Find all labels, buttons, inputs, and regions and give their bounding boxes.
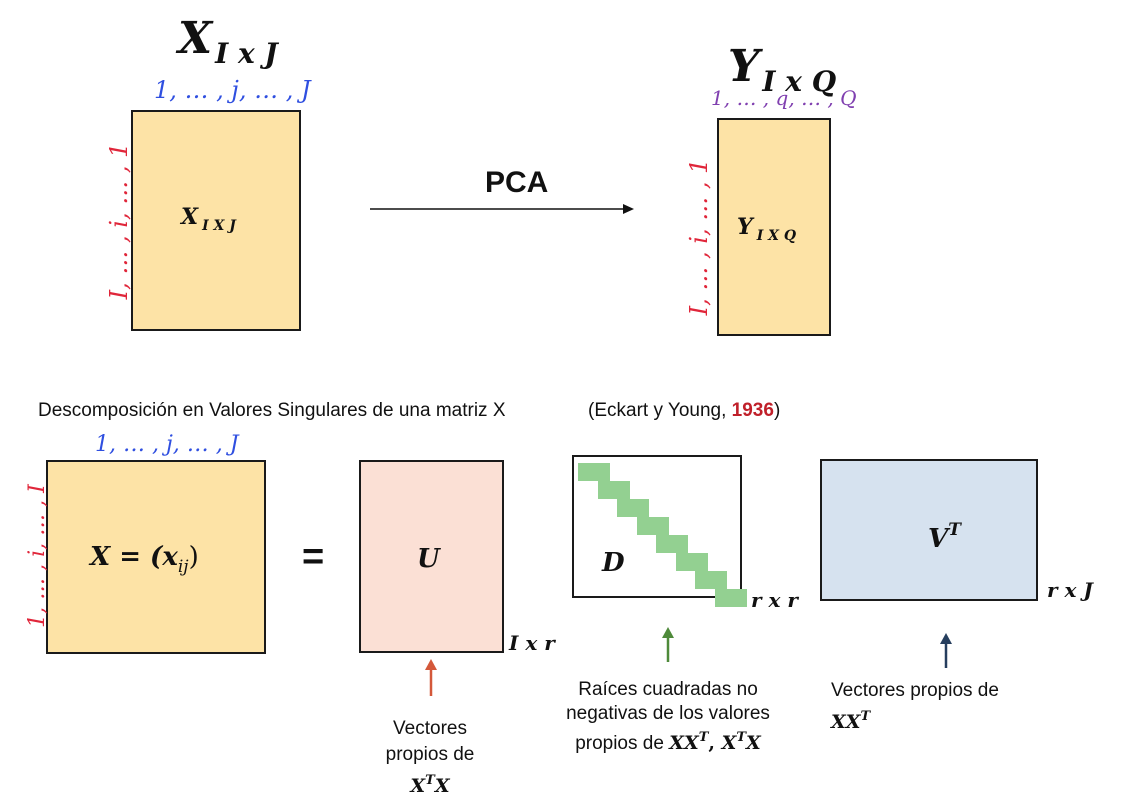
vt-arrow-up [940, 633, 952, 668]
d-matrix-label: D [602, 548, 625, 578]
d-matrix-dimension: r x r [751, 588, 798, 612]
vt-matrix-dimension: r x J [1047, 578, 1093, 602]
x-inner-subscript: I X J [202, 218, 236, 234]
vt-letter: V [928, 524, 949, 554]
d-caption-sup-b: T [736, 730, 747, 745]
vt-caption-line-2: XXT [831, 704, 999, 736]
d-diagonal-block [675, 553, 708, 571]
y-title-letter: Y [728, 41, 760, 92]
citation-year: 1936 [731, 400, 774, 421]
svd-x-column-indices: 1, … , j, … , J [95, 432, 239, 457]
u-matrix-dimension: I x r [509, 631, 555, 655]
d-diagonal-block [695, 571, 727, 589]
u-caption-sup: T [425, 773, 435, 788]
d-caption-prefix: propios de [575, 733, 670, 754]
svd-x-row-indices: 1, … , i, … , I [25, 484, 50, 628]
vt-superscript: T [948, 520, 961, 540]
y-matrix-box [717, 118, 831, 336]
citation-close: ) [773, 400, 781, 421]
d-diagonal-block [656, 535, 688, 553]
x-formula-main: X = (x [90, 542, 178, 572]
vt-caption: Vectores propios de XXT [831, 678, 999, 736]
d-diagonal-block [617, 499, 649, 517]
vt-caption-sup: T [860, 709, 871, 724]
y-inner-subscript: I X Q [756, 228, 797, 244]
u-caption-line-3: XTX [350, 768, 510, 800]
u-caption: Vectores propios de XTX [350, 716, 510, 800]
x-matrix-box [131, 110, 301, 331]
d-caption-xx: XX [669, 732, 699, 754]
equals-sign: = [302, 536, 325, 578]
d-arrow-up [662, 627, 674, 662]
d-caption-line-2: negativas de los valores [566, 703, 770, 724]
citation-authors: (Eckart y Young, [588, 400, 732, 421]
d-diagonal-block [578, 463, 610, 481]
y-column-indices: 1, … , q, … , Q [711, 86, 857, 110]
d-caption-x: X [721, 732, 737, 754]
x-column-indices: 1, … , j, … , J [154, 76, 311, 104]
d-diagonal-block [636, 517, 669, 535]
u-caption-x-end: X [434, 775, 450, 797]
u-caption-line-1: Vectores [393, 718, 467, 739]
d-caption-line-3: propios de XXT, XTX [548, 726, 788, 756]
d-caption: Raíces cuadradas no negativas de los val… [548, 678, 788, 756]
pca-label: PCA [485, 166, 549, 199]
vt-caption-xx: XX [831, 711, 861, 733]
y-title-subscript: I x Q [762, 65, 837, 98]
u-matrix-label: U [417, 544, 440, 574]
y-row-indices: I, … , i, … , 1 [685, 158, 713, 316]
svd-heading: Descomposición en Valores Singulares de … [38, 400, 506, 421]
pca-arrow [370, 204, 634, 214]
x-formula-close: ) [188, 542, 199, 572]
d-caption-line-1: Raíces cuadradas no [578, 679, 758, 700]
x-title-subscript: I x J [215, 37, 278, 70]
vt-matrix-label: VT [928, 520, 961, 554]
d-caption-sep: , [708, 732, 722, 754]
svd-x-formula: X = (xij) [90, 542, 199, 577]
d-diagonal-block [714, 589, 747, 607]
x-formula-subscript: ij [177, 557, 189, 577]
d-caption-sup-a: T [698, 730, 709, 745]
x-title-letter: X [178, 13, 213, 64]
svd-citation: (Eckart y Young, 1936) [588, 400, 780, 422]
x-inner-letter: X [181, 204, 199, 230]
y-inner-letter: Y [737, 214, 753, 240]
d-diagonal-block [597, 481, 630, 499]
u-caption-x: X [410, 775, 426, 797]
x-row-indices: I, … , i, … , 1 [105, 142, 133, 300]
vt-caption-line-1: Vectores propios de [831, 680, 999, 701]
svd-x-matrix-box [46, 460, 266, 654]
u-matrix-box [359, 460, 504, 653]
d-caption-x-end: X [746, 732, 761, 754]
u-caption-line-2: propios de [385, 744, 475, 765]
vt-matrix-box [820, 459, 1038, 601]
u-arrow-up [425, 659, 437, 696]
